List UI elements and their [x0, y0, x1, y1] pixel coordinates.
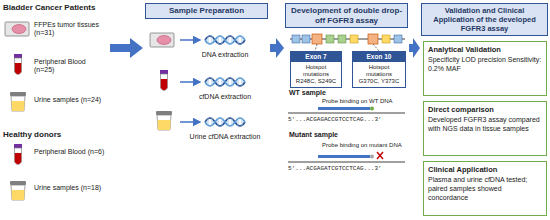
step-arrow — [180, 121, 200, 123]
exon-block — [394, 35, 402, 43]
dna-strand — [288, 162, 405, 163]
exon-10-block — [368, 34, 378, 44]
probe-note: Probe binding on WT DNA — [322, 98, 408, 105]
exon-box: Exon 7Hotspot mutations R248C, S249C — [290, 51, 342, 88]
result-box: Analytical ValidationSpecificity LOD pre… — [423, 41, 547, 96]
section-header: Development of double drop-off FGFR3 ass… — [285, 3, 408, 28]
no-binding-mark — [377, 152, 383, 159]
probe-note: Probe binding on mutant DNA — [322, 142, 408, 149]
step-label: Urine cfDNA extraction — [185, 133, 265, 141]
zoom-line — [315, 44, 317, 51]
exon-title: Exon 7 — [291, 52, 341, 62]
step-label: DNA extraction — [185, 51, 265, 59]
blood-tube-icon — [14, 144, 22, 165]
group-heading: Healthy donors — [3, 130, 113, 140]
result-box: Clinical ApplicationPlasma and urine cfD… — [423, 161, 547, 216]
dna-helix-icon — [205, 36, 245, 44]
header-text: Sample Preparation — [149, 6, 264, 16]
fluorophore — [370, 155, 374, 159]
step-arrow — [180, 81, 200, 83]
box-body: Plasma and urine cfDNA tested; paired sa… — [428, 176, 542, 202]
header-text: Validation and Clinical Application of t… — [425, 6, 544, 33]
box-heading: Clinical Application — [428, 165, 542, 174]
exon-7-block — [312, 34, 322, 44]
sample-label: Peripheral Blood (n=6) — [34, 148, 106, 156]
flow-arrow — [409, 38, 420, 58]
exon-block — [382, 35, 390, 43]
blood-tube-icon — [14, 54, 22, 75]
sample-type: WT sample — [289, 89, 359, 97]
blood-tube-icon — [160, 70, 168, 91]
exon-block — [326, 35, 334, 43]
box-heading: Direct comparison — [428, 105, 542, 114]
mutation-list: Hotspot mutations G370C, Y373C — [353, 62, 405, 88]
sample-label: FFPEs tumor tissues (n=31) — [34, 21, 106, 38]
urine-cup-icon — [156, 111, 172, 130]
probe — [318, 107, 370, 110]
urine-cup-icon — [10, 181, 26, 200]
section-header: Validation and Clinical Application of t… — [421, 3, 548, 36]
fluorophore — [370, 107, 374, 111]
dna-strand — [288, 113, 405, 114]
box-body: Developed FGFR3 assay compared with NGS … — [428, 116, 542, 134]
flow-arrow — [270, 38, 284, 58]
dna-helix-icon — [205, 118, 245, 126]
box-heading: Analytical Validation — [428, 45, 542, 54]
exon-title: Exon 10 — [353, 52, 405, 62]
exon-block — [338, 35, 346, 43]
tissue-slide-icon — [5, 22, 29, 36]
flow-arrow — [110, 38, 143, 58]
dna-helix-icon — [205, 78, 245, 86]
exon-block — [292, 35, 300, 43]
mutation-list: Hotspot mutations R248C, S249C — [291, 62, 341, 88]
exon-box: Exon 10Hotspot mutations G370C, Y373C — [352, 51, 406, 88]
sample-label: Urine samples (n=24) — [34, 96, 106, 104]
sample-type: Mutant sample — [289, 131, 359, 139]
sequence: 5'...ACGAGATCGTCCTCAG...3' — [288, 165, 408, 172]
sequence: 5'...ACGAGACCGTCCTCAG...3' — [288, 116, 408, 123]
step-arrow — [180, 39, 200, 41]
section-header: Sample Preparation — [145, 3, 268, 19]
zoom-line — [373, 44, 379, 51]
exon-block — [350, 35, 358, 43]
group-heading: Bladder Cancer Patients — [3, 3, 128, 13]
step-label: cfDNA extraction — [185, 93, 265, 101]
header-text: Development of double drop-off FGFR3 ass… — [289, 6, 404, 25]
tissue-slide-icon — [150, 33, 174, 47]
urine-cup-icon — [10, 92, 26, 111]
probe — [318, 155, 370, 158]
result-box: Direct comparisonDeveloped FGFR3 assay c… — [423, 101, 547, 156]
sample-label: Urine samples (n=18) — [34, 184, 106, 192]
sample-label: Peripheral Blood (n=25) — [34, 58, 106, 75]
box-body: Specificity LOD precision Sensitivity: 0… — [428, 56, 542, 74]
exon-block — [302, 35, 310, 43]
